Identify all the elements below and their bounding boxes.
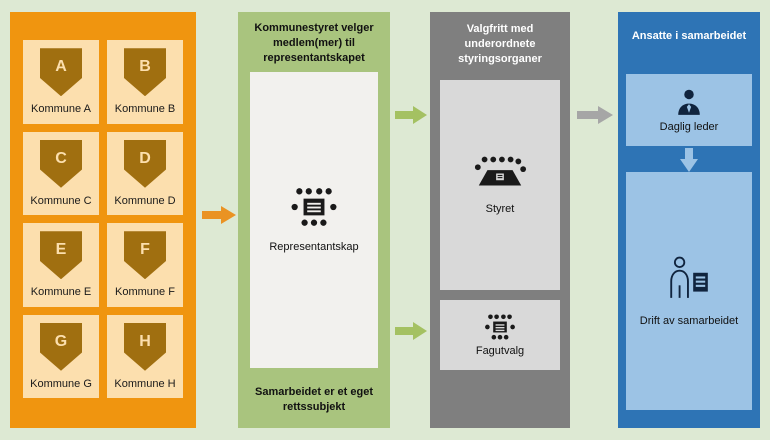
kommune-label: Kommune D [114,194,176,207]
kommune-cell: F Kommune F [107,223,183,307]
kommune-label: Kommune H [114,377,176,390]
arrow-down-icon [680,148,698,172]
styret-box: Styret [440,80,560,290]
fagutvalg-label: Fagutvalg [475,344,525,357]
kommune-label: Kommune C [30,194,92,207]
shield-icon: B [124,48,166,97]
representantskap-panel-footer: Samarbeidet er et eget rettssubjekt [255,386,373,414]
ansatte-panel-title: Ansatte i samarbeidet [631,30,747,42]
kommune-cell: G Kommune G [23,314,99,398]
shield-letter: B [139,58,151,76]
kommune-label: Kommune F [115,286,175,299]
shield-icon: C [40,139,82,188]
representantskap-box: Representantskap [250,72,378,368]
shield-letter: A [55,58,67,76]
kommune-label: Kommune B [114,103,176,116]
municipalities-panel: A Kommune A B Kommune B C Kommune C D Ko… [10,12,196,428]
representantskap-panel-title: Kommunestyret velger medlem(mer) til rep… [254,22,374,64]
kommune-label: Kommune A [31,103,91,116]
arrow-right-green-icon [395,322,427,340]
shield-letter: C [55,149,67,167]
representantskap-label: Representantskap [269,241,359,253]
shield-letter: H [139,332,151,350]
styret-label: Styret [485,203,515,215]
person-clipboard-icon [670,256,708,298]
representantskap-panel: Kommunestyret velger medlem(mer) til rep… [238,12,390,428]
drift-box: Drift av samarbeidet [626,172,752,410]
shield-letter: G [54,332,68,350]
kommune-cell: D Kommune D [107,131,183,215]
styringsorgan-panel: Valgfritt med underordnete styringsorgan… [430,12,570,428]
kommune-cell: B Kommune B [107,40,183,124]
shield-icon: G [40,322,82,371]
shield-letter: E [55,241,67,259]
kommune-label: Kommune G [30,377,92,390]
ansatte-panel: Ansatte i samarbeidet Daglig leder [618,12,760,428]
person-icon [678,89,700,115]
meeting-table-icon [291,188,337,226]
board-meeting-icon [474,156,527,186]
shield-icon: F [124,231,166,280]
arrow-right-green-icon [395,106,427,124]
meeting-table-icon [485,313,515,340]
daglig-leder-box: Daglig leder [626,74,752,146]
kommune-label: Kommune E [30,286,92,299]
kommune-cell: E Kommune E [23,223,99,307]
shield-icon: D [124,139,166,188]
daglig-leder-label: Daglig leder [659,120,719,133]
fagutvalg-box: Fagutvalg [440,300,560,370]
kommune-cell: H Kommune H [107,314,183,398]
styringsorgan-panel-title: Valgfritt med underordnete styringsorgan… [458,23,542,65]
shield-icon: H [124,322,166,371]
kommune-cell: A Kommune A [23,40,99,124]
shield-letter: F [140,241,150,259]
drift-label: Drift av samarbeidet [639,315,739,327]
arrow-right-gray-icon [577,106,613,124]
shield-letter: D [139,149,151,167]
shield-icon: E [40,231,82,280]
arrow-right-orange-icon [202,206,236,224]
kommune-cell: C Kommune C [23,131,99,215]
shield-icon: A [40,48,82,97]
